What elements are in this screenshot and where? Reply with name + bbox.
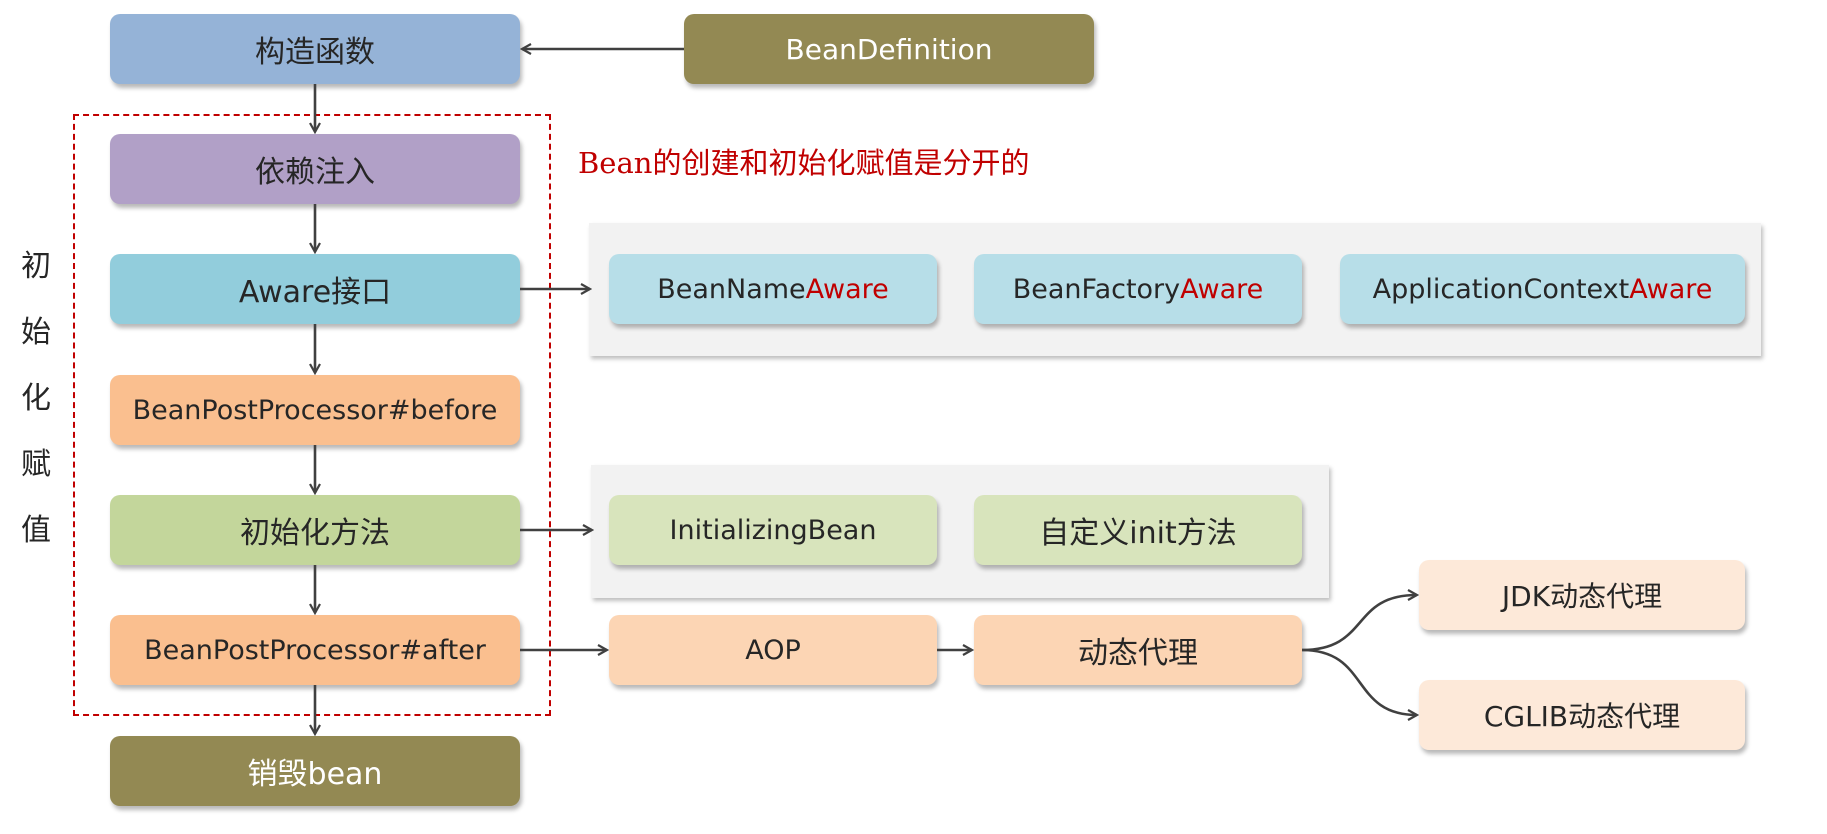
initializing-bean-box: InitializingBean — [609, 495, 937, 565]
post-processor-before-step: BeanPostProcessor#before — [110, 375, 520, 445]
arrow-proxy-to-jdk — [1301, 595, 1417, 652]
bean-name-aware-prefix: BeanName — [657, 273, 806, 305]
bean-factory-aware-suffix: Aware — [1180, 273, 1264, 305]
post-processor-after-step: BeanPostProcessor#after — [110, 615, 520, 685]
cglib-proxy-box: CGLIB动态代理 — [1419, 680, 1745, 750]
bean-factory-aware-prefix: BeanFactory — [1012, 273, 1181, 305]
side-label-char: 值 — [21, 513, 51, 548]
side-label-char: 始 — [21, 315, 51, 350]
separation-note: Bean的创建和初始化赋值是分开的 — [578, 146, 1030, 180]
arrow-proxy-to-cglib — [1301, 648, 1417, 715]
bean-definition-box: BeanDefinition — [684, 14, 1094, 84]
jdk-proxy-box: JDK动态代理 — [1419, 560, 1745, 630]
application-context-aware-prefix: ApplicationContext — [1372, 273, 1630, 305]
initialization-side-label: 初 始 化 赋 值 — [18, 234, 54, 564]
custom-init-method-box: 自定义init方法 — [974, 495, 1302, 565]
application-context-aware-suffix: Aware — [1629, 273, 1713, 305]
bean-name-aware-suffix: Aware — [805, 273, 889, 305]
initialization-region — [73, 114, 551, 716]
aware-interface-step: Aware接口 — [110, 254, 520, 324]
constructor-step: 构造函数 — [110, 14, 520, 84]
side-label-char: 化 — [21, 381, 51, 416]
side-label-char: 初 — [21, 249, 51, 284]
dynamic-proxy-box: 动态代理 — [974, 615, 1302, 685]
side-label-char: 赋 — [21, 447, 51, 482]
destroy-bean-step: 销毁bean — [110, 736, 520, 806]
dependency-injection-step: 依赖注入 — [110, 134, 520, 204]
init-method-step: 初始化方法 — [110, 495, 520, 565]
aop-box: AOP — [609, 615, 937, 685]
